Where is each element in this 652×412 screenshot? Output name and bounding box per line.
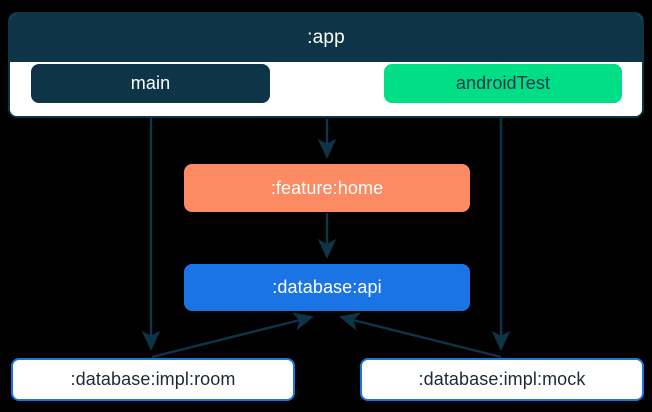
edge-impl-mock-to-database-api <box>339 312 502 359</box>
node-main[interactable]: main <box>31 64 270 103</box>
edge-impl-room-to-database-api <box>151 312 314 359</box>
node-android-test[interactable]: androidTest <box>384 64 622 103</box>
group-app-title: :app <box>10 14 642 62</box>
node-database-impl-mock[interactable]: :database:impl:mock <box>360 358 644 401</box>
node-database-api[interactable]: :database:api <box>184 264 470 311</box>
node-database-impl-room[interactable]: :database:impl:room <box>11 358 295 401</box>
node-feature-home[interactable]: :feature:home <box>184 164 470 212</box>
